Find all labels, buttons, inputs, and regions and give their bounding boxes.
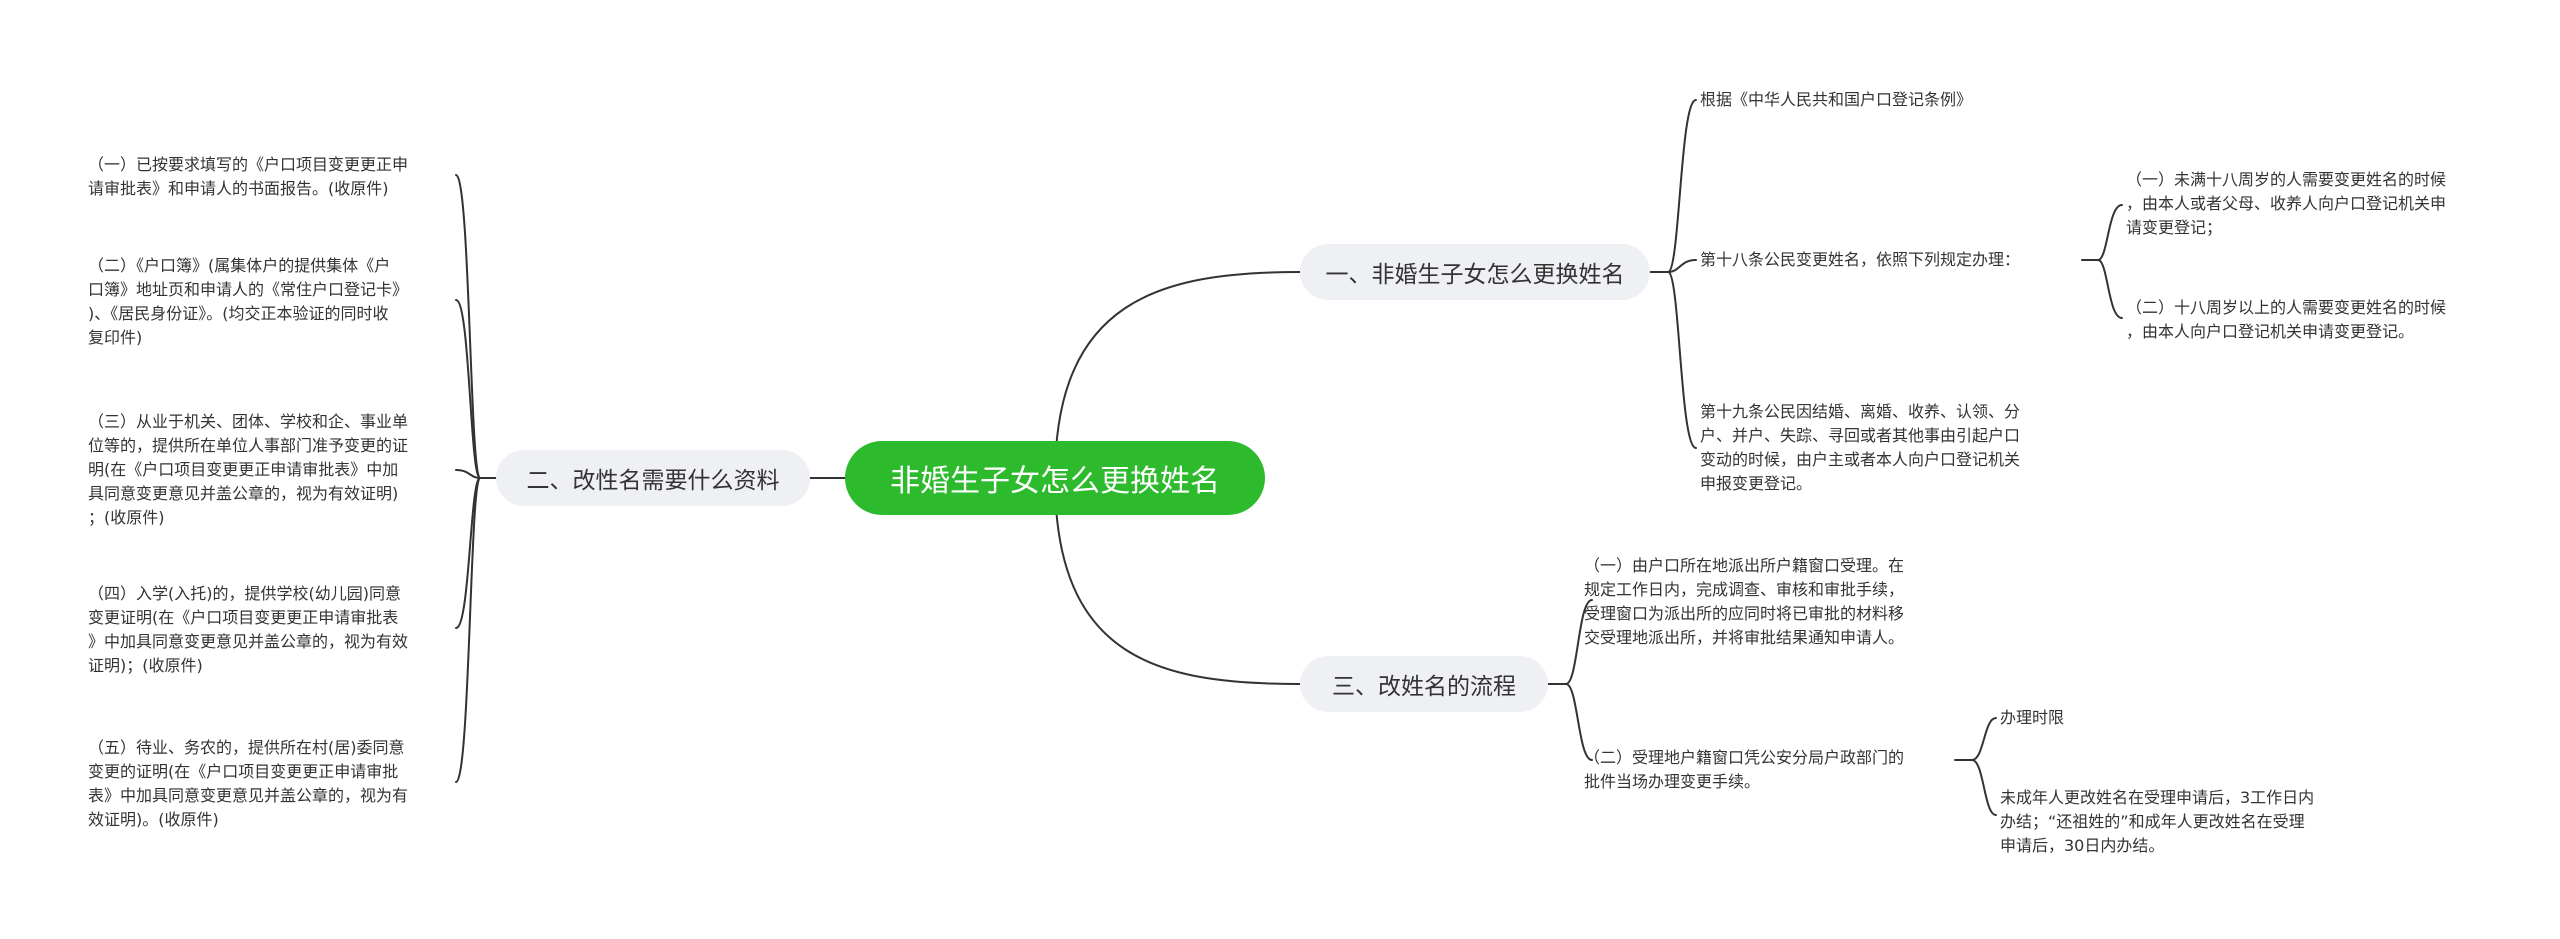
connector-b1-n2 — [1667, 259, 1697, 273]
b2-material-1[interactable]: （一）已按要求填写的《户口项目变更更正申 请审批表》和申请人的书面报告。(收原件… — [88, 155, 409, 198]
b2-material-4[interactable]: （四）入学(入托)的，提供学校(幼儿园)同意 变更证明(在《户口项目变更更正申请… — [88, 584, 409, 675]
connector-b2-i1 — [455, 174, 481, 479]
connector-b3-n2a — [1971, 717, 1997, 761]
connector-b2-i3 — [455, 469, 481, 479]
connector-central-b1 — [1054, 271, 1301, 479]
connector-b2-i4 — [455, 477, 481, 629]
b3-step-2-time-limit-detail[interactable]: 未成年人更改姓名在受理申请后，3工作日内 办结；“还祖姓的”和成年人更改姓名在受… — [2000, 788, 2315, 855]
b3-step-2[interactable]: （二）受理地户籍窗口凭公安分局户政部门的 批件当场办理变更手续。 — [1584, 748, 1905, 791]
central-topic[interactable]: 非婚生子女怎么更换姓名 — [845, 441, 1265, 515]
branch-1-topic[interactable]: 一、非婚生子女怎么更换姓名 — [1300, 244, 1650, 300]
connector-b3-n2b — [1971, 759, 1997, 816]
connector-b1-n2a — [2097, 204, 2123, 261]
branch-2-topic[interactable]: 二、改性名需要什么资料 — [496, 450, 810, 506]
connector-b2-i2 — [455, 299, 481, 479]
b2-material-5[interactable]: （五）待业、务农的，提供所在村(居)委同意 变更的证明(在《户口项目变更更正申请… — [88, 738, 409, 829]
connector-b3-n2 — [1565, 683, 1593, 761]
connector-b1-n1 — [1667, 99, 1697, 273]
connector-central-b3 — [1054, 477, 1301, 685]
b1-subtopic-article-18[interactable]: 第十八条公民变更姓名，依照下列规定办理： — [1700, 250, 2021, 269]
connector-b2-i5 — [455, 477, 481, 783]
connector-b1-n3 — [1667, 271, 1697, 449]
b1-article-18-item-2[interactable]: （二）十八周岁以上的人需要变更姓名的时候 ，由本人向户口登记机关申请变更登记。 — [2126, 298, 2447, 341]
b1-article-18-item-1[interactable]: （一）未满十八周岁的人需要变更姓名的时候 ，由本人或者父母、收养人向户口登记机关… — [2126, 170, 2447, 237]
b1-subtopic-article-19[interactable]: 第十九条公民因结婚、离婚、收养、认领、分 户、并户、失踪、寻回或者其他事由引起户… — [1700, 402, 2021, 493]
b2-material-3[interactable]: （三）从业于机关、团体、学校和企、事业单 位等的，提供所在单位人事部门准予变更的… — [88, 412, 409, 527]
connector-b1-n2b — [2097, 259, 2123, 319]
b3-step-1[interactable]: （一）由户口所在地派出所户籍窗口受理。在 规定工作日内，完成调查、审核和审批手续… — [1584, 556, 1905, 647]
b3-step-2-time-limit[interactable]: 办理时限 — [2000, 708, 2065, 727]
b2-material-2[interactable]: （二）《户口簿》(属集体户的提供集体《户 口簿》地址页和申请人的《常住户口登记卡… — [88, 256, 409, 347]
branch-3-topic[interactable]: 三、改姓名的流程 — [1300, 656, 1548, 712]
b1-subtopic-regulation[interactable]: 根据《中华人民共和国户口登记条例》 — [1700, 90, 1973, 109]
connector-b3-n1 — [1565, 599, 1593, 685]
